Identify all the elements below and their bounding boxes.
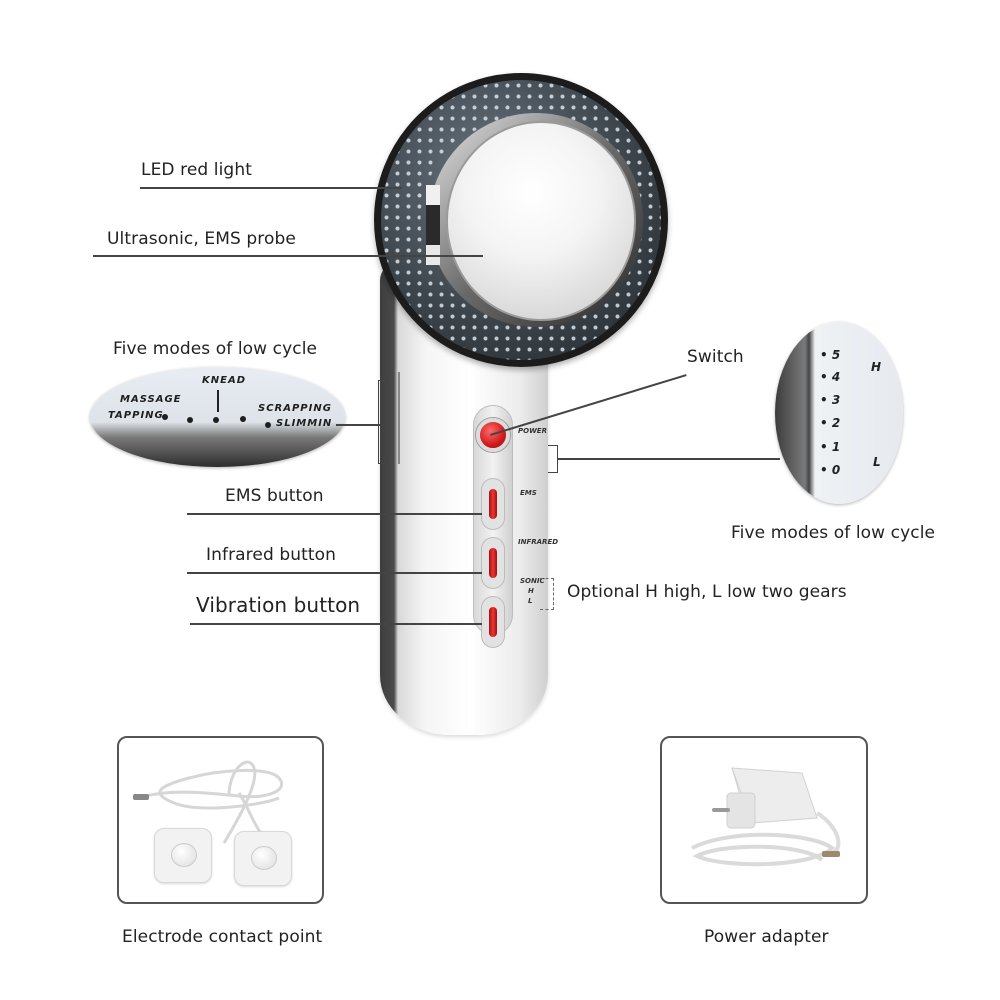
level-low-marker: L — [873, 455, 881, 469]
mode-label-tapping: TAPPING — [108, 410, 164, 421]
device-label-infrared: INFRARED — [518, 538, 559, 546]
leader-line-infrared — [187, 572, 482, 574]
mode-dot — [265, 422, 271, 428]
callout-five-modes-right: Five modes of low cycle — [731, 523, 936, 543]
ems-device-button[interactable] — [481, 478, 505, 530]
mode-label-slimming: SLIMMIN — [276, 418, 333, 429]
leader-line-probe — [93, 255, 483, 257]
knead-tick — [217, 390, 219, 412]
power-adapter-accessory-box — [660, 736, 868, 904]
leader-line-modes-left — [336, 424, 380, 426]
mode-dot — [187, 417, 193, 423]
electrode-pad — [154, 828, 212, 883]
level-2: • 2 — [820, 416, 841, 430]
device-label-ems: EMS — [520, 489, 537, 497]
level-4: • 4 — [820, 370, 841, 384]
electrode-accessory-box — [117, 736, 324, 904]
mode-slider-marks — [398, 372, 420, 464]
leader-line-levels — [558, 458, 780, 460]
device-label-l: L — [528, 597, 533, 605]
ultrasonic-ems-probe — [446, 121, 636, 321]
bracket-gears — [540, 578, 554, 610]
level-0: • 0 — [820, 463, 841, 477]
callout-switch: Switch — [687, 347, 744, 367]
level-high-marker: H — [871, 360, 882, 374]
accessory-label-power-adapter: Power adapter — [704, 927, 829, 947]
callout-gears: Optional H high, L low two gears — [567, 582, 847, 602]
led-red-light-strip — [426, 185, 440, 265]
accessory-label-electrode: Electrode contact point — [122, 927, 323, 947]
level-1: • 1 — [820, 440, 841, 454]
device-label-sonic: SONIC — [520, 577, 545, 585]
callout-five-modes-left: Five modes of low cycle — [113, 339, 318, 359]
callout-ems-button: EMS button — [225, 486, 324, 506]
bracket-levels — [548, 445, 558, 473]
level-3: • 3 — [820, 393, 841, 407]
callout-probe: Ultrasonic, EMS probe — [107, 229, 296, 249]
infrared-device-button[interactable] — [481, 537, 505, 589]
leader-line-vibration — [190, 623, 482, 625]
mode-label-knead: KNEAD — [202, 375, 246, 386]
electrode-cable-icon — [133, 760, 283, 845]
mode-dot — [213, 417, 219, 423]
callout-led-red-light: LED red light — [141, 160, 252, 180]
modes-detail-callout: TAPPING MASSAGE KNEAD SCRAPPING SLIMMIN — [90, 367, 345, 467]
mode-dot — [162, 414, 168, 420]
power-adapter-icon — [691, 767, 841, 867]
bracket-modes-left — [378, 380, 388, 464]
leader-line-led — [140, 187, 402, 189]
mode-label-scrapping: SCRAPPING — [258, 403, 332, 414]
power-switch[interactable] — [476, 418, 510, 452]
vibration-device-button[interactable] — [481, 596, 505, 648]
levels-detail-callout: • 5 • 4 • 3 • 2 • 1 • 0 H L — [775, 322, 903, 504]
leader-line-ems — [187, 513, 482, 515]
electrode-pad — [234, 831, 292, 886]
callout-infrared-button: Infrared button — [206, 545, 337, 565]
callout-vibration-button: Vibration button — [196, 593, 361, 617]
level-5: • 5 — [820, 348, 841, 362]
device-label-h: H — [528, 587, 534, 595]
device-label-power: POWER — [518, 427, 547, 435]
mode-dot — [240, 416, 246, 422]
mode-label-massage: MASSAGE — [120, 394, 182, 405]
